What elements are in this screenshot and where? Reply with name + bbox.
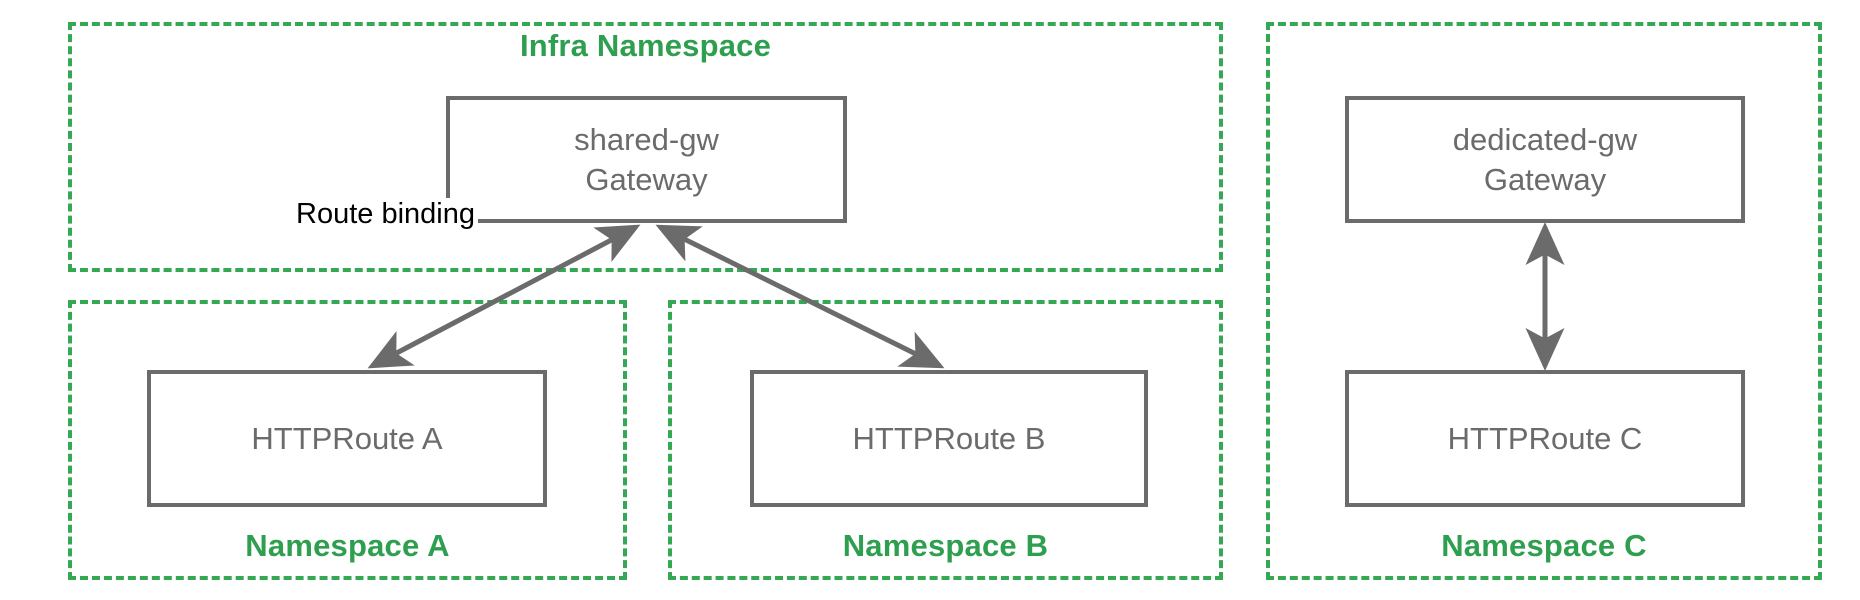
node-httproute-b-label: HTTPRoute B [852, 420, 1046, 456]
namespace-box-infra [68, 22, 1223, 272]
node-dedicated-gw-line-1: dedicated-gw [1452, 121, 1638, 157]
namespace-label-a: Namespace A [245, 528, 450, 563]
namespace-box-b [668, 300, 1223, 580]
node-shared-gw-line-1: shared-gw [574, 121, 719, 157]
namespace-label-b: Namespace B [842, 528, 1049, 563]
node-httproute-c[interactable]: HTTPRoute C [1345, 370, 1745, 507]
node-httproute-a[interactable]: HTTPRoute A [147, 370, 547, 507]
node-shared-gw-gateway[interactable]: shared-gw Gateway [446, 96, 847, 223]
edge-label-route-binding: Route binding [293, 198, 478, 231]
namespace-label-c: Namespace C [1441, 528, 1647, 563]
node-httproute-a-label: HTTPRoute A [251, 420, 443, 456]
namespace-box-a [68, 300, 627, 580]
namespace-label-infra: Infra Namespace [519, 28, 772, 63]
node-shared-gw-line-2: Gateway [585, 161, 708, 197]
namespace-box-c [1266, 22, 1822, 580]
node-dedicated-gw-gateway[interactable]: dedicated-gw Gateway [1345, 96, 1745, 223]
node-dedicated-gw-line-2: Gateway [1483, 161, 1607, 197]
node-httproute-c-label: HTTPRoute C [1447, 420, 1643, 456]
node-httproute-b[interactable]: HTTPRoute B [750, 370, 1148, 507]
